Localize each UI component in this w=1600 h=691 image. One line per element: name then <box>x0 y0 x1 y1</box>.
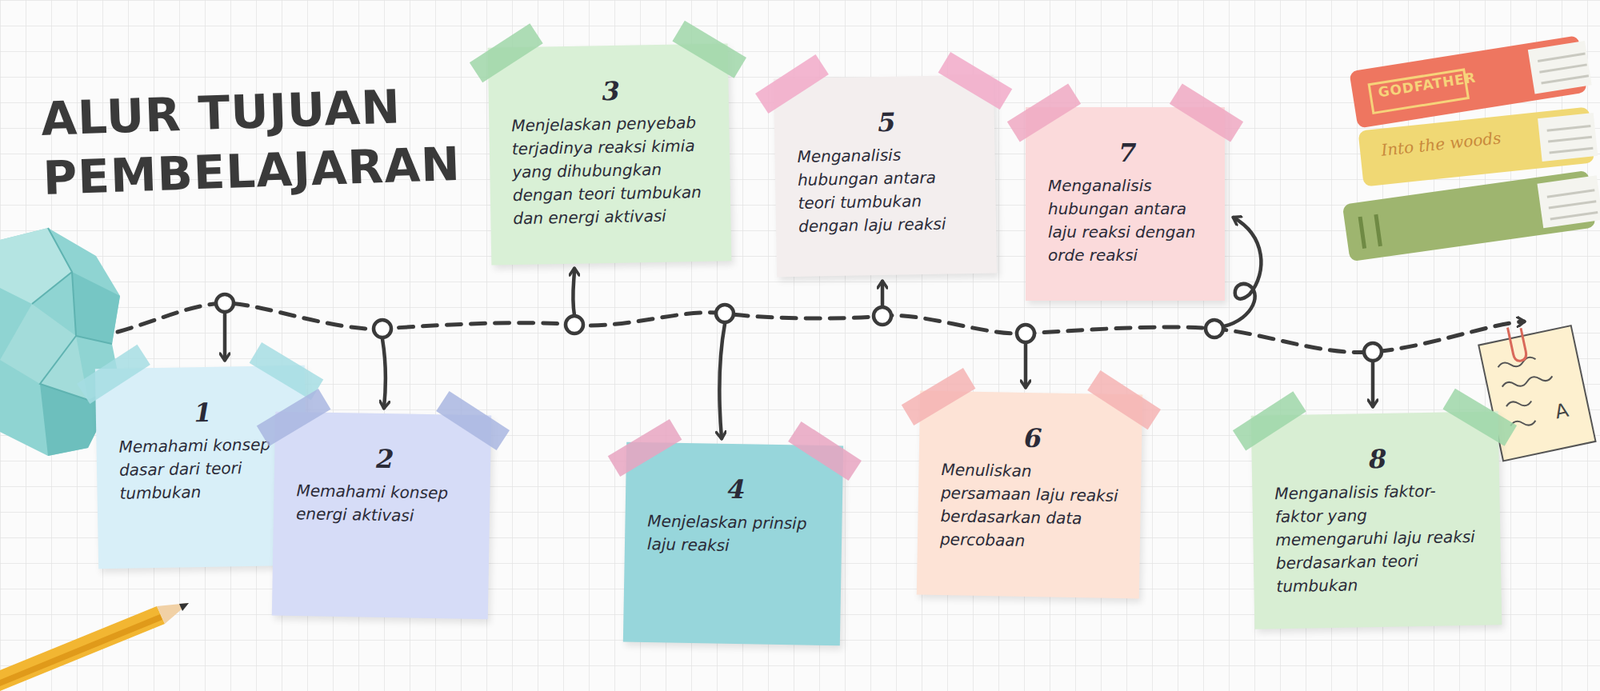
sticky-note: 6Menuliskan persamaan laju reaksi berdas… <box>916 391 1143 600</box>
sticky-note: 2Memahami konsep energi aktivasi <box>272 412 492 620</box>
title: ALUR TUJUAN PEMBELAJARAN <box>40 73 492 208</box>
step-number: 7 <box>1048 137 1208 168</box>
path-line <box>117 303 1524 353</box>
sticky-note: 4Menjelaskan prinsip laju reaksi <box>623 442 844 647</box>
path-dots <box>216 294 1382 361</box>
step-text: Menganalisis hubungan antara teori tumbu… <box>796 142 959 238</box>
sticky-note: 8Menganalisis faktor-faktor yang memenga… <box>1251 411 1503 629</box>
step-text: Menganalisis faktor-faktor yang memengar… <box>1274 479 1484 599</box>
step-text: Menuliskan persamaan laju reaksi berdasa… <box>940 458 1124 555</box>
step-text: Menganalisis hubungan antara laju reaksi… <box>1048 174 1208 268</box>
step-number: 8 <box>1273 442 1482 477</box>
books <box>1342 34 1600 262</box>
step-text: Memahami konsep dasar dari teori tumbuka… <box>118 432 280 505</box>
step-text: Memahami konsep energi aktivasi <box>296 479 473 529</box>
sticky-note: 5Menganalisis hubungan antara teori tumb… <box>773 75 997 278</box>
sticky-note: 7Menganalisis hubungan antara laju reaks… <box>1025 107 1225 301</box>
step-number: 3 <box>510 74 712 108</box>
step-text: Menjelaskan prinsip laju reaksi <box>647 509 808 559</box>
step-number: 2 <box>296 442 474 476</box>
pencil <box>0 603 189 691</box>
sticky-note: 3Menjelaskan penyebab terjadinya reaksi … <box>488 43 732 265</box>
step-text: Menjelaskan penyebab terjadinya reaksi k… <box>511 111 713 231</box>
step-number: 4 <box>648 472 826 507</box>
step-number: 5 <box>796 105 978 140</box>
step-number: 6 <box>941 421 1125 456</box>
